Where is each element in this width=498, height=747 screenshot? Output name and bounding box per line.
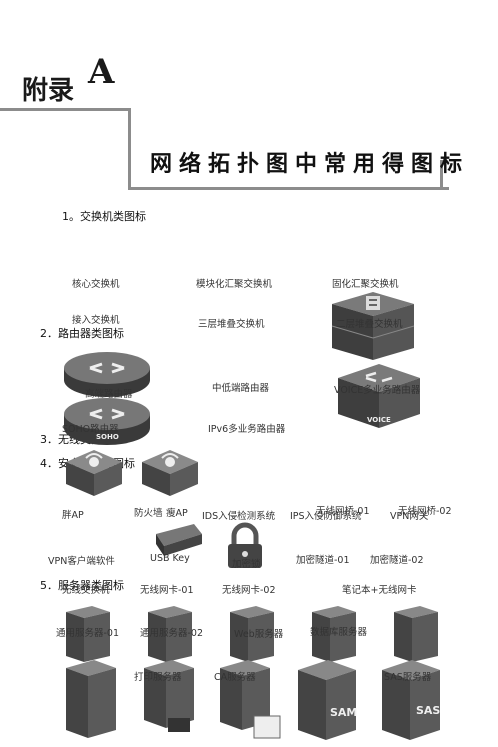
lock-icon [228,522,262,568]
label-mid-low-router: 中低端路由器 [212,383,270,394]
label-firewall: 防火墙 [134,508,163,519]
high-end-router-icon [64,352,150,397]
title-underline [131,187,449,190]
title-rule-end [440,160,443,190]
label-core-switch: 核心交换机 [72,279,120,290]
label-db-server: 数据库服务器 [310,627,368,638]
section-switch: 1。交换机类图标 [62,210,146,223]
server-extra-icon [394,606,438,662]
appendix-letter: A [88,52,115,92]
label-encrypt-tunnel-02: 加密隧道-02 [370,555,424,566]
label-ipv6-router: IPv6多业务路由器 [208,424,286,435]
section-router: 2．路由器类图标 [40,327,124,340]
label-fat-ap: 胖AP [62,510,84,521]
l2-stack-switch-icon [331,292,415,360]
label-modular-agg-switch: 模块化汇聚交换机 [196,279,273,290]
label-encrypt-tunnel-01: 加密隧道-01 [296,555,350,566]
label-wireless-nic-01: 无线网卡-01 [140,585,194,596]
section-server: 5．服务器类图标 [40,579,124,592]
label-fit-ap: 瘦AP [166,508,188,519]
usb-key-icon [156,524,202,556]
label-wireless-switch: 无线交换机 [62,585,110,596]
db-server-icon [312,606,356,662]
soho-router-icon [64,398,150,445]
appendix-label: 附录 [22,76,75,106]
label-voice-router: VOICE多业务路由器 [334,385,421,396]
printer-icon [144,660,194,732]
label-wireless-nic-02: 无线网卡-02 [222,585,276,596]
sas-server-icon [382,660,440,740]
server-row2-icons [66,660,440,740]
label-wireless-bridge-02: 无线网桥-02 [398,506,452,517]
label-wireless-bridge-01: 无线网桥-01 [316,506,370,517]
label-l3-stack-switch: 三层堆叠交换机 [198,319,265,330]
label-general-server-01: 通用服务器-01 [56,628,120,639]
sas-device-text: SAS [416,704,441,717]
general-server-01-icon [66,606,110,662]
page-title: 网络拓扑图中常用得图标 [150,152,470,177]
label-web-server: Web服务器 [234,629,284,640]
label-vpn-client: VPN客户端软件 [48,556,115,567]
label-lock: 加密锁 [232,559,261,570]
label-soho-router: SOHO路由器 [62,424,119,435]
voice-device-text: VOICE [367,416,391,424]
sam-device-text: SAM [330,706,358,719]
label-usb-key: USB Key [150,553,190,564]
label-ips: IPS入侵防御系统 [290,511,362,522]
header-rule-vertical [128,108,131,190]
label-sas-server: SAS服务器 [384,672,432,683]
label-high-end-router: 高端路由器 [85,389,133,400]
fat-ap-icon [66,450,122,496]
general-server-02-icon [148,606,192,662]
label-print-server: 打印服务器 [134,672,182,683]
label-ids: IDS入侵检测系统 [202,511,276,522]
ca-server-icon [220,660,281,739]
label-l2-stack-switch: 二层堆叠交换机 [336,319,403,330]
label-laptop-wireless: 笔记本+无线网卡 [342,585,417,596]
web-server-icon [230,606,274,662]
label-ca-server: CA服务器 [214,672,256,683]
label-vpn-gateway: VPN网关 [390,511,429,522]
print-server-icon [66,660,116,738]
fit-ap-icon [142,450,198,496]
label-general-server-02: 通用服务器-02 [140,628,204,639]
label-fixed-agg-switch: 固化汇聚交换机 [332,279,399,290]
sam-server-icon [298,660,356,740]
soho-device-text: SOHO [96,433,119,441]
server-row1-icons [66,606,438,662]
header-rule-horizontal [0,108,128,111]
label-access-switch: 接入交换机 [72,315,120,326]
voice-router-icon [338,364,420,428]
